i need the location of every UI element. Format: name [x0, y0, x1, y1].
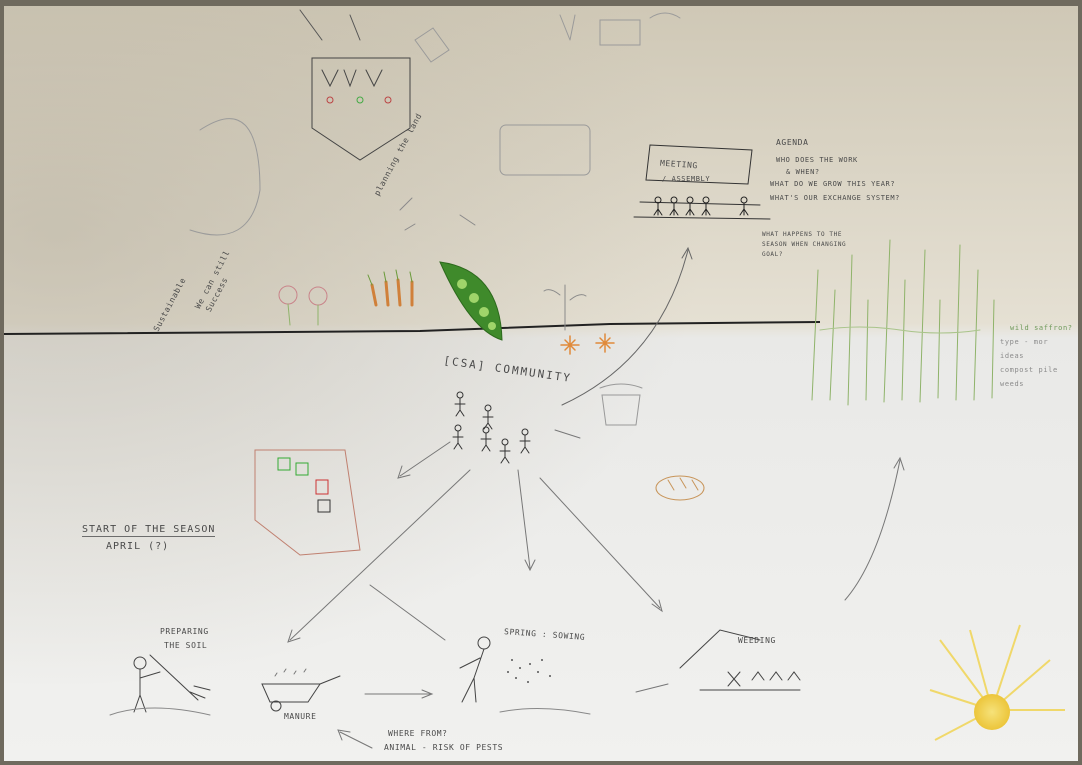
right-note-4: compost pile	[1000, 366, 1058, 374]
manure-label: MANURE	[284, 712, 317, 721]
agenda-item-4: WHAT'S OUR EXCHANGE SYSTEM?	[770, 194, 900, 202]
agenda-item-1: WHO DOES THE WORK	[776, 156, 858, 164]
right-note-2: type - mor	[1000, 338, 1048, 346]
agenda-note-2: SEASON WHEN CHANGING	[762, 241, 846, 248]
right-note-5: weeds	[1000, 380, 1024, 388]
right-note-1: wild saffron?	[1010, 324, 1073, 332]
preparing-soil-line2: THE SOIL	[164, 641, 207, 650]
agenda-item-3: WHAT DO WE GROW THIS YEAR?	[770, 180, 895, 188]
agenda-note-1: WHAT HAPPENS TO THE	[762, 231, 842, 238]
agenda-heading: AGENDA	[776, 138, 809, 147]
animal-pests-label: ANIMAL - RISK OF PESTS	[384, 743, 503, 752]
agenda-item-2: & WHEN?	[786, 168, 820, 176]
weeding-label: WEEDING	[738, 636, 776, 645]
where-from-label: WHERE FROM?	[388, 729, 448, 738]
agenda-note-3: GOAL?	[762, 251, 783, 258]
meeting-sub-label: / ASSEMBLY	[662, 175, 710, 183]
right-note-3: ideas	[1000, 352, 1024, 360]
start-season-label: START OF THE SEASON	[82, 524, 215, 537]
preparing-soil-line1: PREPARING	[160, 627, 209, 636]
start-season-date: APRIL (?)	[106, 541, 169, 552]
